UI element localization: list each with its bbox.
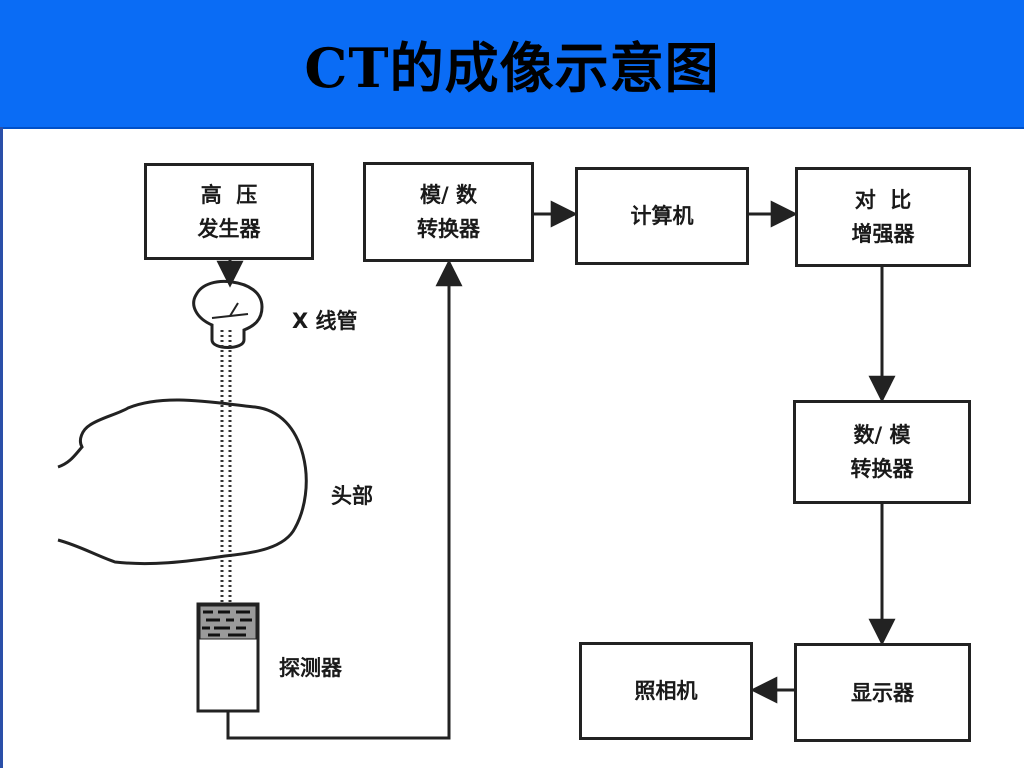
- ad-converter-line2: 转换器: [417, 217, 480, 241]
- ad-converter-line1: 模/ 数: [420, 183, 477, 207]
- camera-label: 照相机: [634, 679, 698, 703]
- head-profile: [57, 398, 308, 566]
- camera-box: 照相机: [579, 642, 753, 740]
- page-title: CT的成像示意图: [304, 36, 720, 100]
- contrast-enhancer-line1: 对 比: [854, 188, 912, 212]
- arrow-detector-to-ad: [226, 259, 463, 740]
- high-voltage-line1: 高 压: [200, 182, 258, 207]
- detector-crystal-texture: [202, 610, 252, 637]
- computer-label: 计算机: [630, 204, 694, 228]
- title-bar: CT的成像示意图: [0, 0, 1024, 129]
- left-border: [0, 127, 3, 768]
- display-label: 显示器: [851, 680, 914, 705]
- detector-label: 探测器: [279, 656, 342, 680]
- ad-converter-box: 模/ 数 转换器: [363, 162, 534, 262]
- xray-tube-label: X 线管: [292, 309, 358, 333]
- da-converter-line1: 数/ 模: [853, 423, 911, 447]
- display-box: 显示器: [794, 643, 971, 742]
- head-label: 头部: [331, 484, 373, 508]
- contrast-enhancer-box: 对 比 增强器: [795, 167, 971, 267]
- high-voltage-generator-box: 高 压 发生器: [144, 163, 314, 260]
- xray-tube-anode-tip: [229, 302, 239, 317]
- da-converter-line2: 转换器: [850, 457, 914, 481]
- high-voltage-line2: 发生器: [197, 216, 261, 241]
- computer-box: 计算机: [575, 167, 749, 265]
- da-converter-box: 数/ 模 转换器: [793, 400, 971, 504]
- contrast-enhancer-line2: 增强器: [851, 222, 915, 246]
- xray-tube-icon: [192, 279, 264, 349]
